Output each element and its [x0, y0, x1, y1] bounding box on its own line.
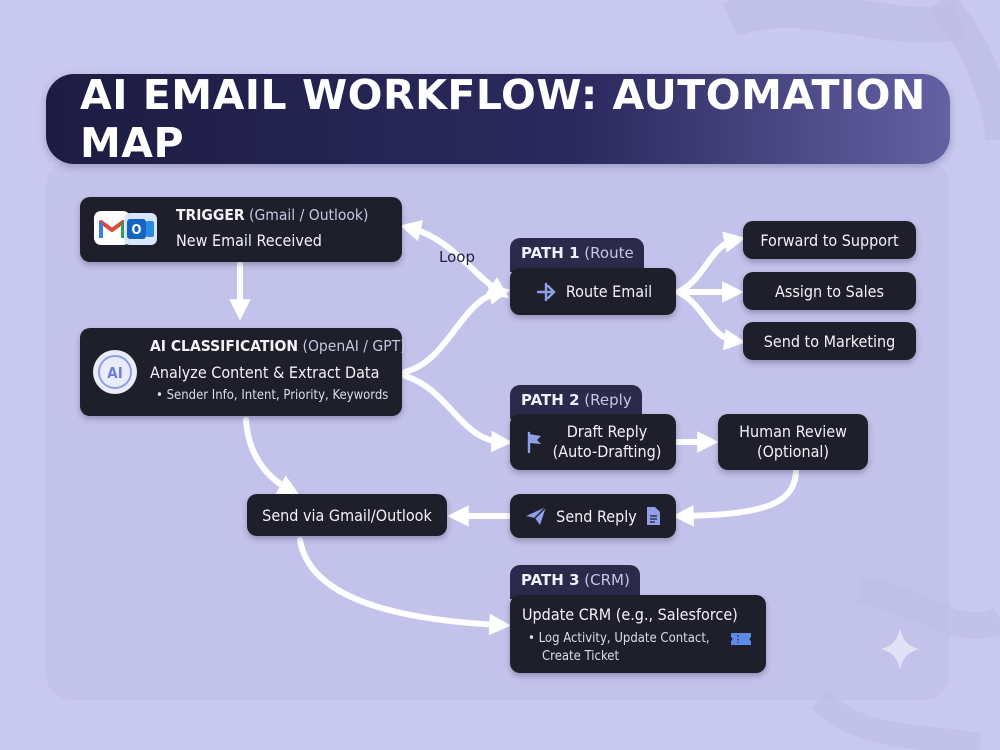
trigger-subtitle: (Gmail / Outlook)	[249, 206, 369, 224]
output-label: Assign to Sales	[774, 281, 884, 301]
route-email-label: Route Email	[565, 282, 653, 301]
update-crm-label: Update CRM (e.g., Salesforce)	[522, 605, 738, 624]
send-via-node[interactable]: Send via Gmail/Outlook	[247, 494, 447, 536]
send-to-marketing-node[interactable]: Send to Marketing	[743, 322, 916, 360]
crm-bullet-line1: Log Activity, Update Contact,	[538, 631, 710, 646]
path2-tag-label: PATH 2	[521, 391, 580, 409]
human-review-label: Human Review	[739, 422, 847, 441]
route-arrows-icon	[536, 282, 556, 301]
flag-icon	[527, 431, 541, 454]
page-title: AI EMAIL WORKFLOW: AUTOMATION MAP	[80, 71, 926, 167]
human-review-sublabel: (Optional)	[756, 442, 830, 461]
assign-to-sales-node[interactable]: Assign to Sales	[743, 272, 916, 310]
bullet-dot: •	[156, 388, 163, 403]
classification-bullet: Sender Info, Intent, Priority, Keywords	[166, 388, 389, 403]
output-label: Forward to Support	[760, 230, 899, 250]
path2-tag: PATH 2 (Reply	[510, 385, 642, 419]
outlook-icon: O	[124, 213, 157, 245]
path1-tag-label: PATH 1	[521, 244, 580, 262]
ticket-icon	[731, 633, 751, 645]
trigger-label: New Email Received	[176, 231, 322, 250]
update-crm-node[interactable]: Update CRM (e.g., Salesforce) • Log Acti…	[510, 595, 766, 673]
draft-reply-label: Draft Reply	[566, 422, 648, 441]
path2-tag-sub: (Reply	[584, 391, 632, 409]
classification-node[interactable]: AI AI CLASSIFICATION (OpenAI / GPT) Anal…	[80, 328, 406, 416]
paper-plane-icon	[526, 506, 547, 525]
ai-brain-icon: AI	[93, 350, 137, 394]
route-email-node[interactable]: Route Email	[510, 268, 676, 315]
send-reply-label: Send Reply	[556, 506, 637, 526]
path1-tag: PATH 1 (Route	[510, 238, 644, 272]
output-label: Send to Marketing	[763, 331, 896, 351]
gmail-icon	[94, 211, 130, 245]
path1-tag-sub: (Route	[584, 244, 634, 262]
gmail-outlook-icons: O	[94, 211, 157, 245]
draft-reply-node[interactable]: Draft Reply (Auto-Drafting)	[510, 414, 676, 470]
trigger-title: TRIGGER	[176, 206, 245, 224]
path3-tag-sub: (CRM)	[584, 571, 630, 589]
draft-reply-sublabel: (Auto-Drafting)	[552, 442, 662, 461]
human-review-node[interactable]: Human Review (Optional)	[718, 414, 868, 470]
crm-bullet-line2: Create Ticket	[542, 649, 620, 664]
title-banner: AI EMAIL WORKFLOW: AUTOMATION MAP	[46, 71, 950, 167]
forward-to-support-node[interactable]: Forward to Support	[743, 221, 916, 259]
classification-title: AI CLASSIFICATION	[150, 337, 299, 355]
sparkle-icon	[880, 628, 920, 670]
loop-label: Loop	[439, 248, 475, 266]
svg-text:O: O	[132, 223, 142, 238]
classification-subtitle: (OpenAI / GPT)	[302, 337, 406, 355]
document-icon	[646, 507, 660, 525]
path3-tag-label: PATH 3	[521, 571, 580, 589]
svg-text:AI: AI	[107, 364, 122, 382]
send-reply-node[interactable]: Send Reply	[510, 494, 676, 538]
classification-label: Analyze Content & Extract Data	[150, 363, 380, 382]
path3-tag: PATH 3 (CRM)	[510, 565, 640, 599]
send-via-label: Send via Gmail/Outlook	[262, 505, 432, 525]
bullet-dot: •	[528, 631, 535, 646]
trigger-node[interactable]: O TRIGGER (Gmail / Outlook) New Email Re…	[80, 197, 402, 262]
